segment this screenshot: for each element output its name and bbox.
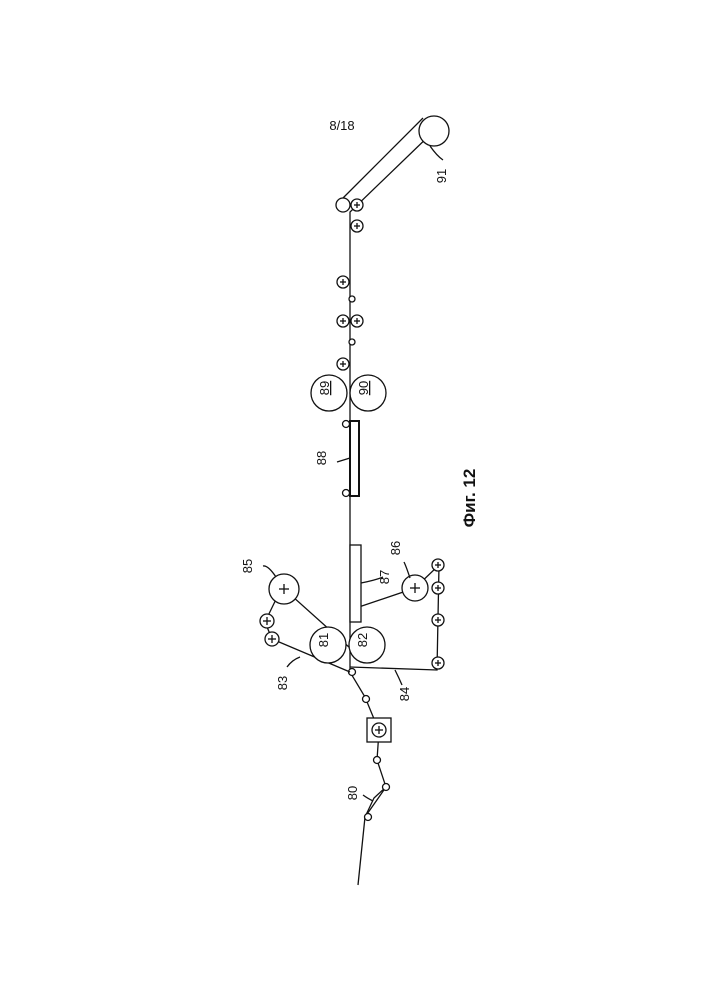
tension-box bbox=[367, 718, 391, 742]
label-84: 84 bbox=[397, 687, 412, 701]
label-80: 80 bbox=[345, 786, 360, 800]
label-88: 88 bbox=[314, 451, 329, 465]
roll-86: 86 bbox=[388, 541, 428, 601]
windup-roll-91: 91 bbox=[343, 116, 449, 198]
roll-90: 90 bbox=[350, 375, 386, 411]
roll-81: 81 bbox=[310, 627, 346, 663]
belt-83-guides bbox=[260, 614, 279, 646]
belt-84-guides bbox=[432, 559, 444, 669]
label-91: 91 bbox=[434, 169, 449, 183]
label-83: 83 bbox=[275, 676, 290, 690]
label-87: 87 bbox=[377, 570, 392, 584]
label-81: 81 bbox=[316, 633, 331, 647]
leader-84 bbox=[395, 670, 402, 685]
label-82: 82 bbox=[355, 633, 370, 647]
label-86: 86 bbox=[388, 541, 403, 555]
leader-80 bbox=[363, 795, 373, 801]
roll-82: 82 bbox=[349, 627, 385, 663]
leader-83 bbox=[287, 657, 300, 667]
page-number: 8/18 bbox=[329, 118, 354, 133]
label-89: 89 bbox=[317, 381, 332, 395]
roll-89: 89 bbox=[311, 375, 347, 411]
label-90: 90 bbox=[356, 381, 371, 395]
roll-85: 85 bbox=[240, 559, 299, 604]
label-85: 85 bbox=[240, 559, 255, 573]
unit-88: 88 bbox=[314, 421, 359, 497]
figure-caption: Фиг. 12 bbox=[460, 469, 479, 528]
plate-87: 87 bbox=[350, 545, 392, 622]
web-path bbox=[350, 131, 434, 885]
